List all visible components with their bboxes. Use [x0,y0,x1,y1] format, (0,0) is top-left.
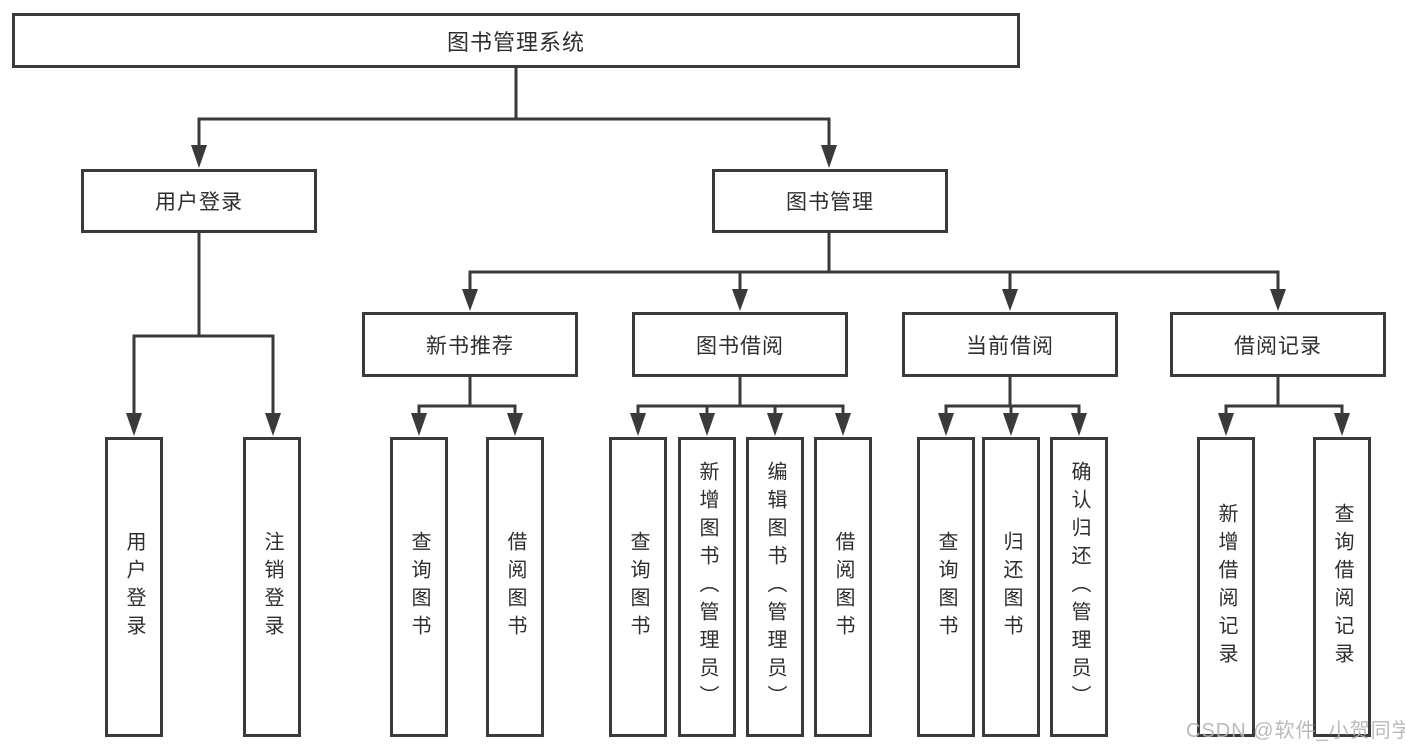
leaf-borrow-query-book: 查询图书 [609,437,667,737]
leaf-current-query-book: 查询图书 [917,437,975,737]
connector-current-borrow-group [938,377,1087,436]
leaf-newbook-query-book: 查询图书 [390,437,448,737]
leaf-logout: 注销登录 [243,437,301,737]
node-current-borrow: 当前借阅 [902,312,1118,377]
node-user-login: 用户登录 [81,169,317,233]
connector-borrow-records-group [1218,377,1350,436]
connector-new-book-group [411,377,523,436]
node-borrow-records: 借阅记录 [1170,312,1386,377]
leaf-current-confirm-return-admin: 确认归还（管理员） [1050,437,1108,737]
node-book-management: 图书管理 [712,169,948,233]
node-new-book-recommend: 新书推荐 [362,312,578,377]
connector-root-to-level2 [191,68,837,168]
leaf-borrow-add-book-admin: 新增图书（管理员） [678,437,736,737]
leaf-records-query-record: 查询借阅记录 [1313,437,1371,737]
leaf-current-return-book: 归还图书 [982,437,1040,737]
leaf-borrow-lend-book: 借阅图书 [814,437,872,737]
connector-book-borrow-group [630,377,851,436]
node-book-borrow: 图书借阅 [632,312,848,377]
csdn-watermark: CSDN @软件_小贺同学 [1186,720,1405,742]
leaf-records-add-record: 新增借阅记录 [1197,437,1255,737]
leaf-borrow-edit-book-admin: 编辑图书（管理员） [746,437,804,737]
connector-book-management-to-level3 [462,233,1286,311]
leaf-user-login: 用户登录 [105,437,163,737]
connector-user-login-group [126,233,281,436]
node-root: 图书管理系统 [12,13,1020,68]
leaf-newbook-borrow-book: 借阅图书 [486,437,544,737]
